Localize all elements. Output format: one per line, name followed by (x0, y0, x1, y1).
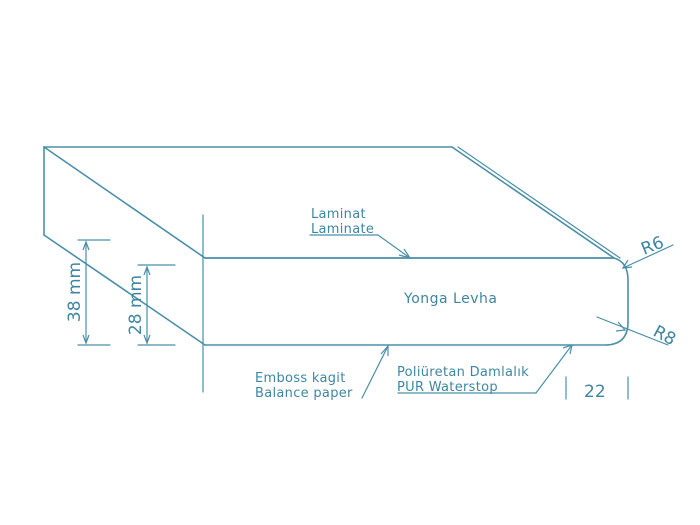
pur-waterstop-leader (397, 344, 573, 394)
pur-label-en: PUR Waterstop (397, 380, 498, 395)
top-face (43, 146, 621, 259)
dimension-38mm (77, 239, 111, 346)
radius-bottom-label: R8 (650, 322, 679, 350)
dimension-28mm-label: 28 mm (126, 275, 146, 335)
pur-label-tr: Poliüretan Damlalık (397, 365, 529, 380)
drip-dimension (565, 376, 629, 400)
emboss-label-tr: Emboss kagit (255, 371, 346, 386)
left-side-face (43, 146, 206, 346)
drip-dimension-label: 22 (584, 382, 606, 402)
laminate-leader (309, 234, 412, 260)
radius-top-leader (621, 244, 674, 269)
emboss-label-en: Balance paper (255, 386, 353, 401)
laminate-label-en: Laminate (311, 222, 374, 237)
balance-paper-leader (361, 344, 389, 399)
dimension-28mm (137, 264, 176, 346)
laminate-label-tr: Laminat (311, 207, 366, 222)
radius-bottom-leader (596, 316, 669, 346)
front-profile (204, 257, 629, 346)
dimension-38mm-label: 38 mm (65, 262, 85, 322)
core-label: Yonga Levha (403, 291, 497, 307)
radius-top-label: R6 (638, 233, 666, 260)
